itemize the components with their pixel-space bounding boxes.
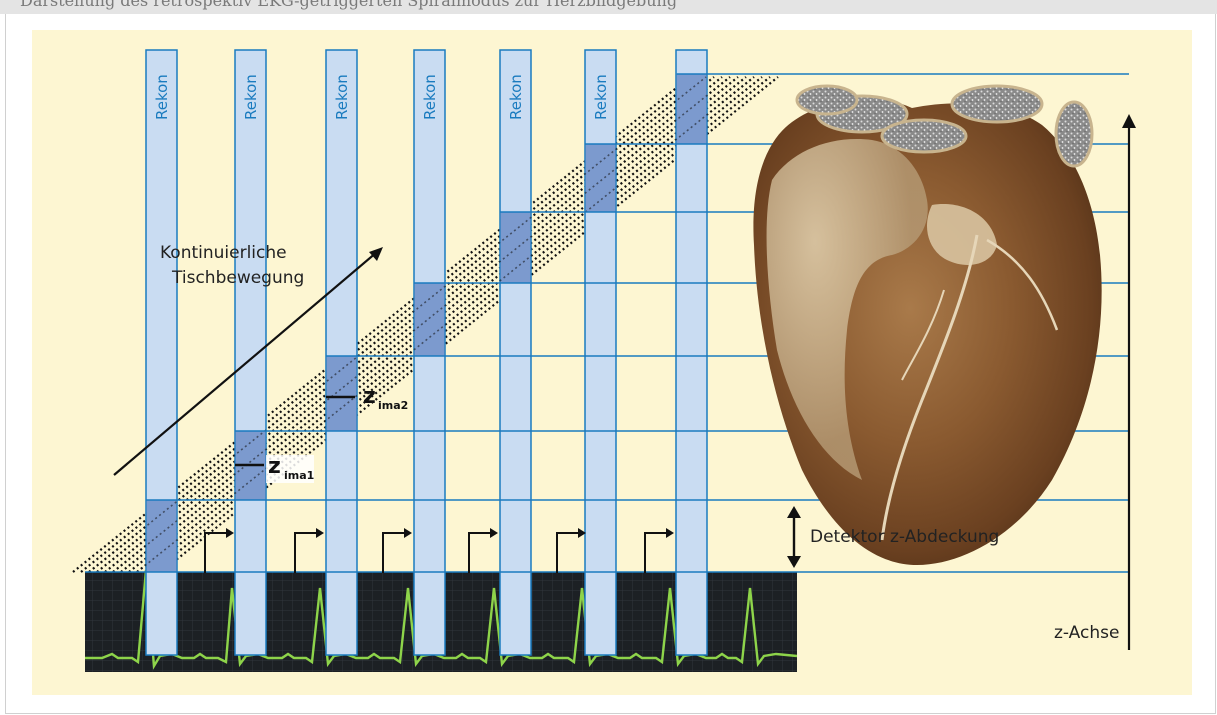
z-axis-label: z-Achse xyxy=(1054,623,1119,643)
recon-label-2: Rekon xyxy=(242,74,260,120)
recon-label-1: Rekon xyxy=(153,74,171,120)
header-caption: Darstellung des retrospektiv EKG-getrigg… xyxy=(20,0,677,10)
zima2-label: z xyxy=(363,384,376,409)
recon-label-6: Rekon xyxy=(592,74,610,120)
cardiac-spiral-ct-diagram: Rekon Rekon Rekon Rekon Rekon Rekon Kont… xyxy=(32,30,1192,695)
recon-column-3 xyxy=(326,50,357,655)
recon-column-2 xyxy=(235,50,266,655)
page-header-strip: Darstellung des retrospektiv EKG-getrigg… xyxy=(0,0,1217,14)
zima1-label: z xyxy=(268,454,281,479)
recon-column-5 xyxy=(500,50,531,655)
recon-label-4: Rekon xyxy=(421,74,439,120)
table-motion-label-line2: Tischbewegung xyxy=(171,268,304,288)
table-motion-label-line1: Kontinuierliche xyxy=(160,243,287,263)
zima1-subscript: ima1 xyxy=(284,469,314,482)
recon-label-3: Rekon xyxy=(333,74,351,120)
detector-label: Detektor z-Abdeckung xyxy=(810,527,999,547)
recon-column-6 xyxy=(585,50,616,655)
zima2-subscript: ima2 xyxy=(378,399,408,412)
recon-label-5: Rekon xyxy=(507,74,525,120)
